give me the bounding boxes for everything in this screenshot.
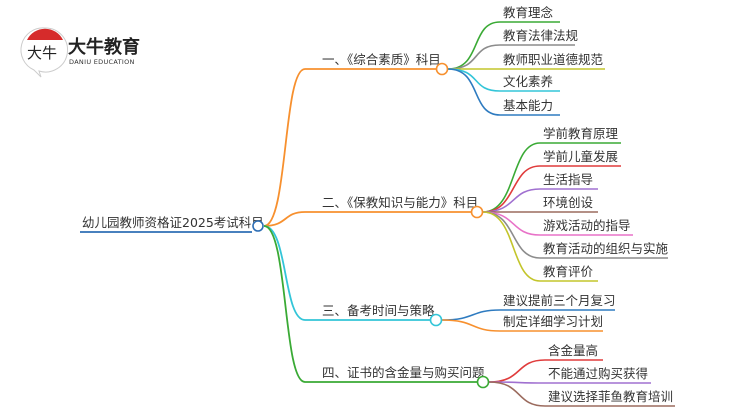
leaf-label[interactable]: 文化素养 bbox=[503, 74, 553, 89]
leaf-label[interactable]: 建议提前三个月复习 bbox=[503, 293, 616, 308]
leaf-label[interactable]: 制定详细学习计划 bbox=[503, 314, 603, 329]
logo-brand: 大牛教育 bbox=[68, 36, 140, 58]
leaf-link bbox=[488, 381, 675, 407]
leaf-link bbox=[447, 68, 560, 116]
leaf-label[interactable]: 环境创设 bbox=[543, 195, 594, 210]
leaf-label[interactable]: 学前教育原理 bbox=[543, 126, 619, 141]
leaf-label[interactable]: 基本能力 bbox=[503, 98, 553, 113]
branch-label[interactable]: 三、备考时间与策略 bbox=[322, 303, 435, 318]
logo-subtitle: DANIU EDUCATION bbox=[69, 58, 135, 66]
leaf-link bbox=[488, 381, 651, 384]
logo-mark: 大牛 bbox=[27, 44, 57, 62]
branch-link bbox=[263, 68, 436, 227]
leaf-label[interactable]: 游戏活动的指导 bbox=[543, 218, 631, 233]
leaf-label[interactable]: 不能通过购买获得 bbox=[548, 366, 648, 381]
leaf-label[interactable]: 教育评价 bbox=[543, 264, 594, 279]
branch-collapse-toggle[interactable] bbox=[476, 375, 490, 389]
root-collapse-toggle[interactable] bbox=[252, 220, 264, 232]
leaf-link bbox=[482, 211, 598, 282]
leaf-link bbox=[447, 44, 575, 70]
leaf-label[interactable]: 教育活动的组织与实施 bbox=[543, 241, 669, 256]
branch-link bbox=[263, 225, 477, 383]
branch-label[interactable]: 四、证书的含金量与购买问题 bbox=[322, 365, 485, 380]
branch-label[interactable]: 一、《综合素质》科目 bbox=[322, 52, 441, 67]
branch-collapse-toggle[interactable] bbox=[470, 205, 484, 219]
branch-collapse-toggle[interactable] bbox=[435, 62, 449, 76]
root-label: 幼儿园教师资格证2025考试科目 bbox=[82, 215, 264, 230]
leaf-label[interactable]: 教师职业道德规范 bbox=[503, 52, 603, 67]
leaf-link bbox=[488, 359, 603, 383]
leaf-link bbox=[482, 142, 621, 213]
branch-link bbox=[263, 225, 430, 321]
leaf-label[interactable]: 建议选择菲鱼教育培训 bbox=[548, 389, 673, 404]
leaf-label[interactable]: 含金量高 bbox=[548, 343, 598, 358]
branch-label[interactable]: 二、《保教知识与能力》科目 bbox=[322, 195, 478, 210]
leaf-label[interactable]: 生活指导 bbox=[543, 172, 593, 187]
leaf-label[interactable]: 教育法律法规 bbox=[503, 28, 578, 43]
branch-collapse-toggle[interactable] bbox=[429, 313, 443, 327]
branch-link bbox=[263, 211, 471, 227]
leaf-link bbox=[447, 21, 560, 70]
leaf-link bbox=[482, 165, 621, 213]
leaf-label[interactable]: 教育理念 bbox=[503, 5, 554, 20]
leaf-link bbox=[441, 319, 603, 332]
leaf-label[interactable]: 学前儿童发展 bbox=[543, 149, 618, 164]
logo: 大牛 大牛教育 DANIU EDUCATION bbox=[20, 27, 140, 78]
leaf-link bbox=[482, 188, 598, 213]
